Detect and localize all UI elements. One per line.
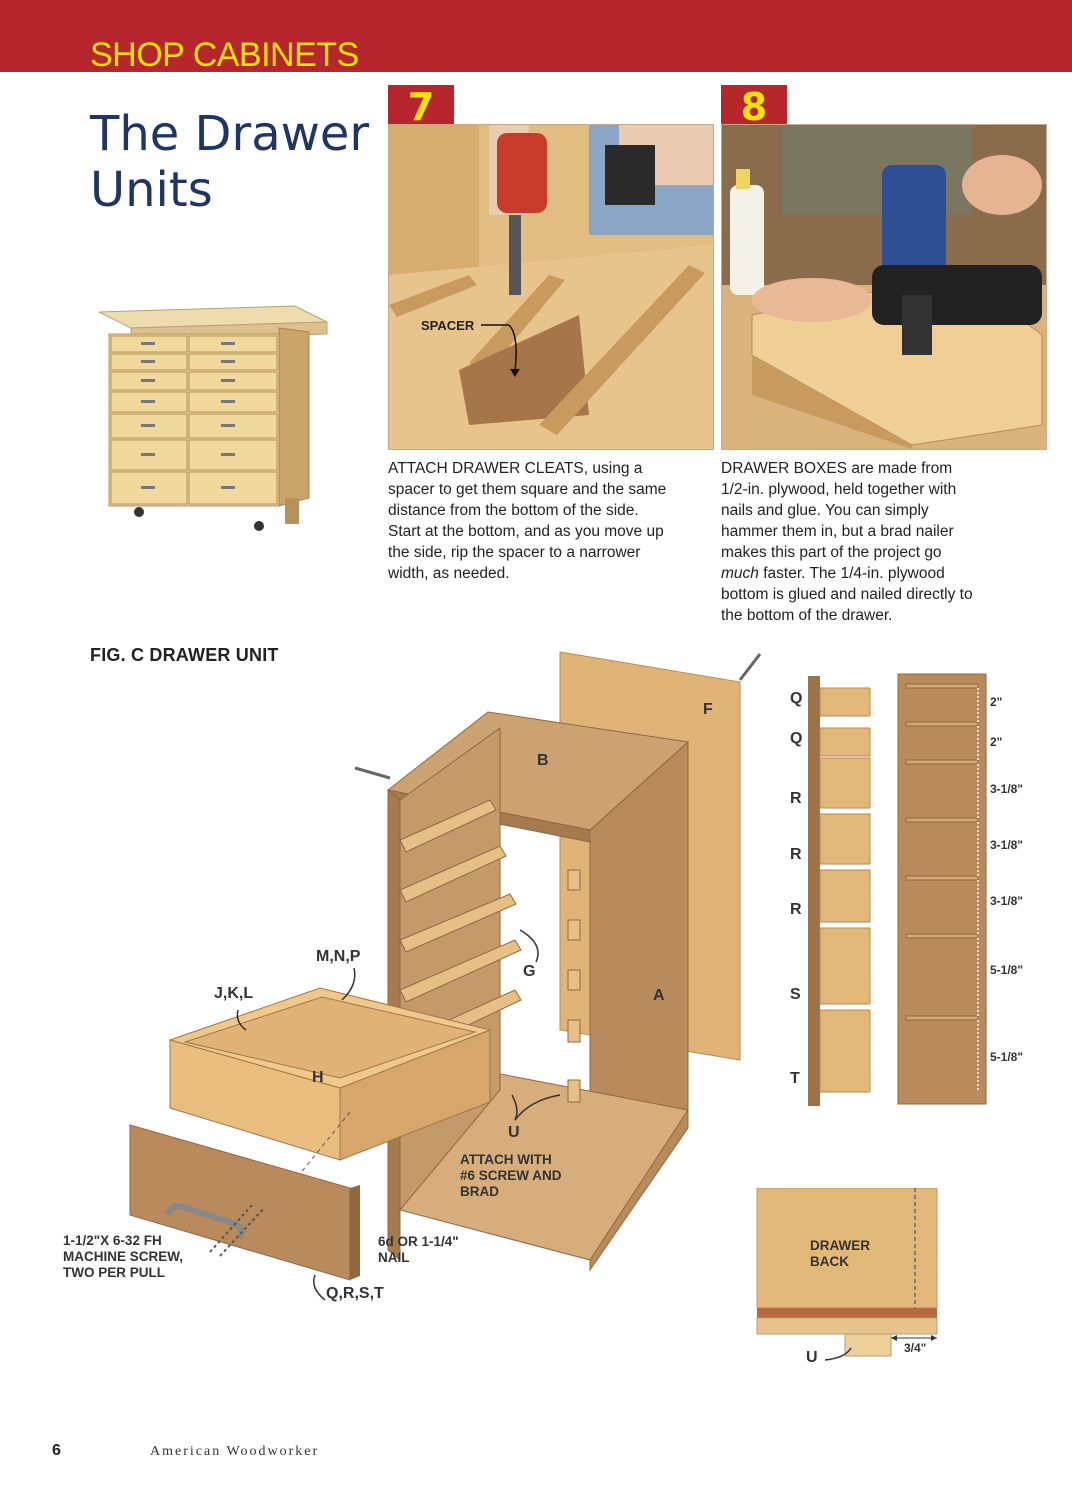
publication-name: American Woodworker <box>150 1444 320 1459</box>
front-letter-3: R <box>790 790 802 807</box>
front-dim-3: 3-1/8" <box>990 782 1024 796</box>
front-letter-2: Q <box>790 730 803 747</box>
step-7-caption: ATTACH DRAWER CLEATS, using a spacer to … <box>388 460 667 582</box>
callout-screw-brad: ATTACH WITH #6 SCREW AND BRAD <box>460 1152 562 1199</box>
drawer-back-label: DRAWER BACK <box>810 1238 870 1269</box>
step-8-caption-text-end: faster. The 1/4-in. plywood bottom is gl… <box>721 565 973 624</box>
front-dim-5: 3-1/8" <box>990 894 1024 908</box>
spacer-label: SPACER <box>421 318 475 333</box>
drawer-unit-diagram <box>129 651 762 1301</box>
part-label-mnp: M,N,P <box>316 948 361 965</box>
section-title: SHOP CABINETS <box>90 36 359 74</box>
front-letter-1: Q <box>790 690 803 707</box>
part-label-f: F <box>703 701 713 718</box>
part-label-jkl: J,K,L <box>214 985 254 1002</box>
detail-dim: 3/4" <box>904 1341 927 1355</box>
front-dim-2: 2" <box>990 735 1003 749</box>
part-label-g: G <box>523 963 536 980</box>
part-label-qrst: Q,R,S,T <box>326 1285 384 1302</box>
part-label-a: A <box>653 987 665 1004</box>
step-7-badge: 7 <box>388 85 454 129</box>
front-dim-4: 3-1/8" <box>990 838 1024 852</box>
step-8-badge: 8 <box>721 85 787 129</box>
drawer-back-detail <box>756 1188 938 1361</box>
step-8-caption: DRAWER BOXES are made from 1/2-in. plywo… <box>721 458 983 626</box>
step-7-photo: SPACER <box>388 124 714 450</box>
page-number: 6 <box>52 1442 61 1459</box>
part-label-b: B <box>537 752 549 769</box>
front-dim-1: 2" <box>990 695 1003 709</box>
header-band <box>0 0 1072 72</box>
part-label-u: U <box>508 1124 520 1141</box>
front-letter-5: R <box>790 901 802 918</box>
page-title: The Drawer Units <box>90 106 370 218</box>
cabinet-illustration <box>98 305 328 531</box>
front-dim-7: 5-1/8" <box>990 1050 1024 1064</box>
drawer-fronts-diagram <box>808 673 987 1106</box>
detail-part-u: U <box>806 1349 818 1366</box>
step-8-caption-text: DRAWER BOXES are made from 1/2-in. plywo… <box>721 460 957 561</box>
step-8-photo <box>721 124 1047 450</box>
front-letter-6: S <box>790 986 801 1003</box>
callout-nail: 6d OR 1-1/4" NAIL <box>378 1234 459 1265</box>
part-label-h: H <box>312 1069 324 1086</box>
step-8-caption-emphasis: much <box>721 565 759 582</box>
figure-label: FIG. C DRAWER UNIT <box>90 645 279 665</box>
front-letter-4: R <box>790 846 802 863</box>
front-dim-6: 5-1/8" <box>990 963 1024 977</box>
front-letter-7: T <box>790 1070 800 1087</box>
callout-machine-screw: 1-1/2"X 6-32 FH MACHINE SCREW, TWO PER P… <box>63 1233 184 1280</box>
